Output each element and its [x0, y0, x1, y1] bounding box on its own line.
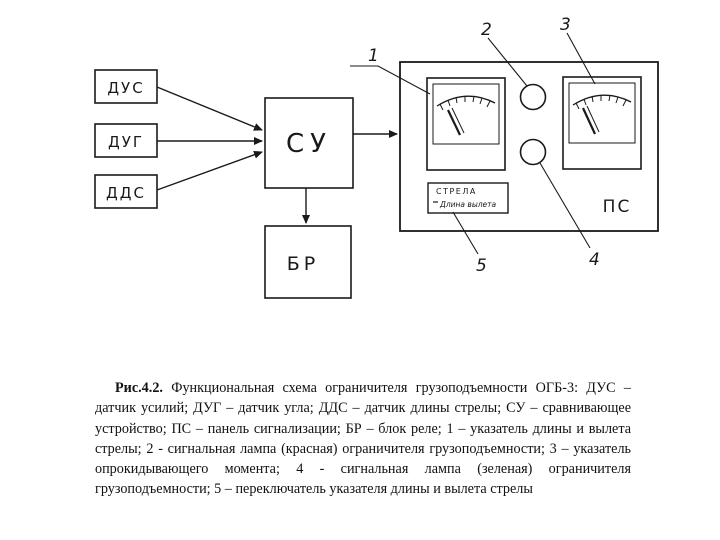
function-diagram: ДУС ДУГ ДДС СУ БР ПС	[94, 15, 659, 299]
block-dug: ДУГ	[94, 123, 158, 158]
block-su-label: СУ	[286, 129, 332, 159]
callout-3: 3	[560, 15, 571, 35]
caption-text: Функциональная схема ограничителя грузоп…	[95, 380, 631, 498]
leader-2	[487, 37, 528, 87]
block-br-label: БР	[287, 253, 320, 275]
callout-1: 1	[368, 46, 379, 66]
callout-5: 5	[476, 256, 487, 276]
block-dds: ДДС	[94, 174, 158, 209]
lamp-green	[519, 138, 547, 166]
caption-number: Рис.4.2.	[115, 380, 163, 396]
gauge-length-reach	[426, 77, 506, 171]
block-dus-label: ДУС	[107, 79, 144, 97]
block-ps: ПС	[399, 61, 659, 232]
mode-switch: СТРЕЛА Длина вылета	[427, 182, 509, 214]
gauge-tipping-moment	[562, 76, 642, 170]
leader-4	[539, 162, 591, 249]
arrow-dds-su	[156, 150, 263, 191]
switch-label-bottom: Длина вылета	[439, 200, 497, 209]
callout-2: 2	[481, 20, 492, 40]
leader-1	[350, 65, 431, 95]
switch-label-top: СТРЕЛА	[436, 187, 477, 196]
leader-5	[452, 211, 479, 255]
arrow-dus-su	[156, 86, 263, 131]
block-ps-label: ПС	[603, 197, 632, 217]
leader-3	[566, 32, 596, 85]
block-dus: ДУС	[94, 69, 158, 104]
callout-4: 4	[589, 250, 600, 270]
block-dds-label: ДДС	[106, 184, 146, 202]
block-dug-label: ДУГ	[108, 133, 144, 151]
figure-caption: Рис.4.2. Функциональная схема ограничите…	[95, 378, 631, 500]
block-br: БР	[264, 225, 352, 299]
lamp-red	[519, 83, 547, 111]
block-su: СУ	[264, 97, 354, 189]
